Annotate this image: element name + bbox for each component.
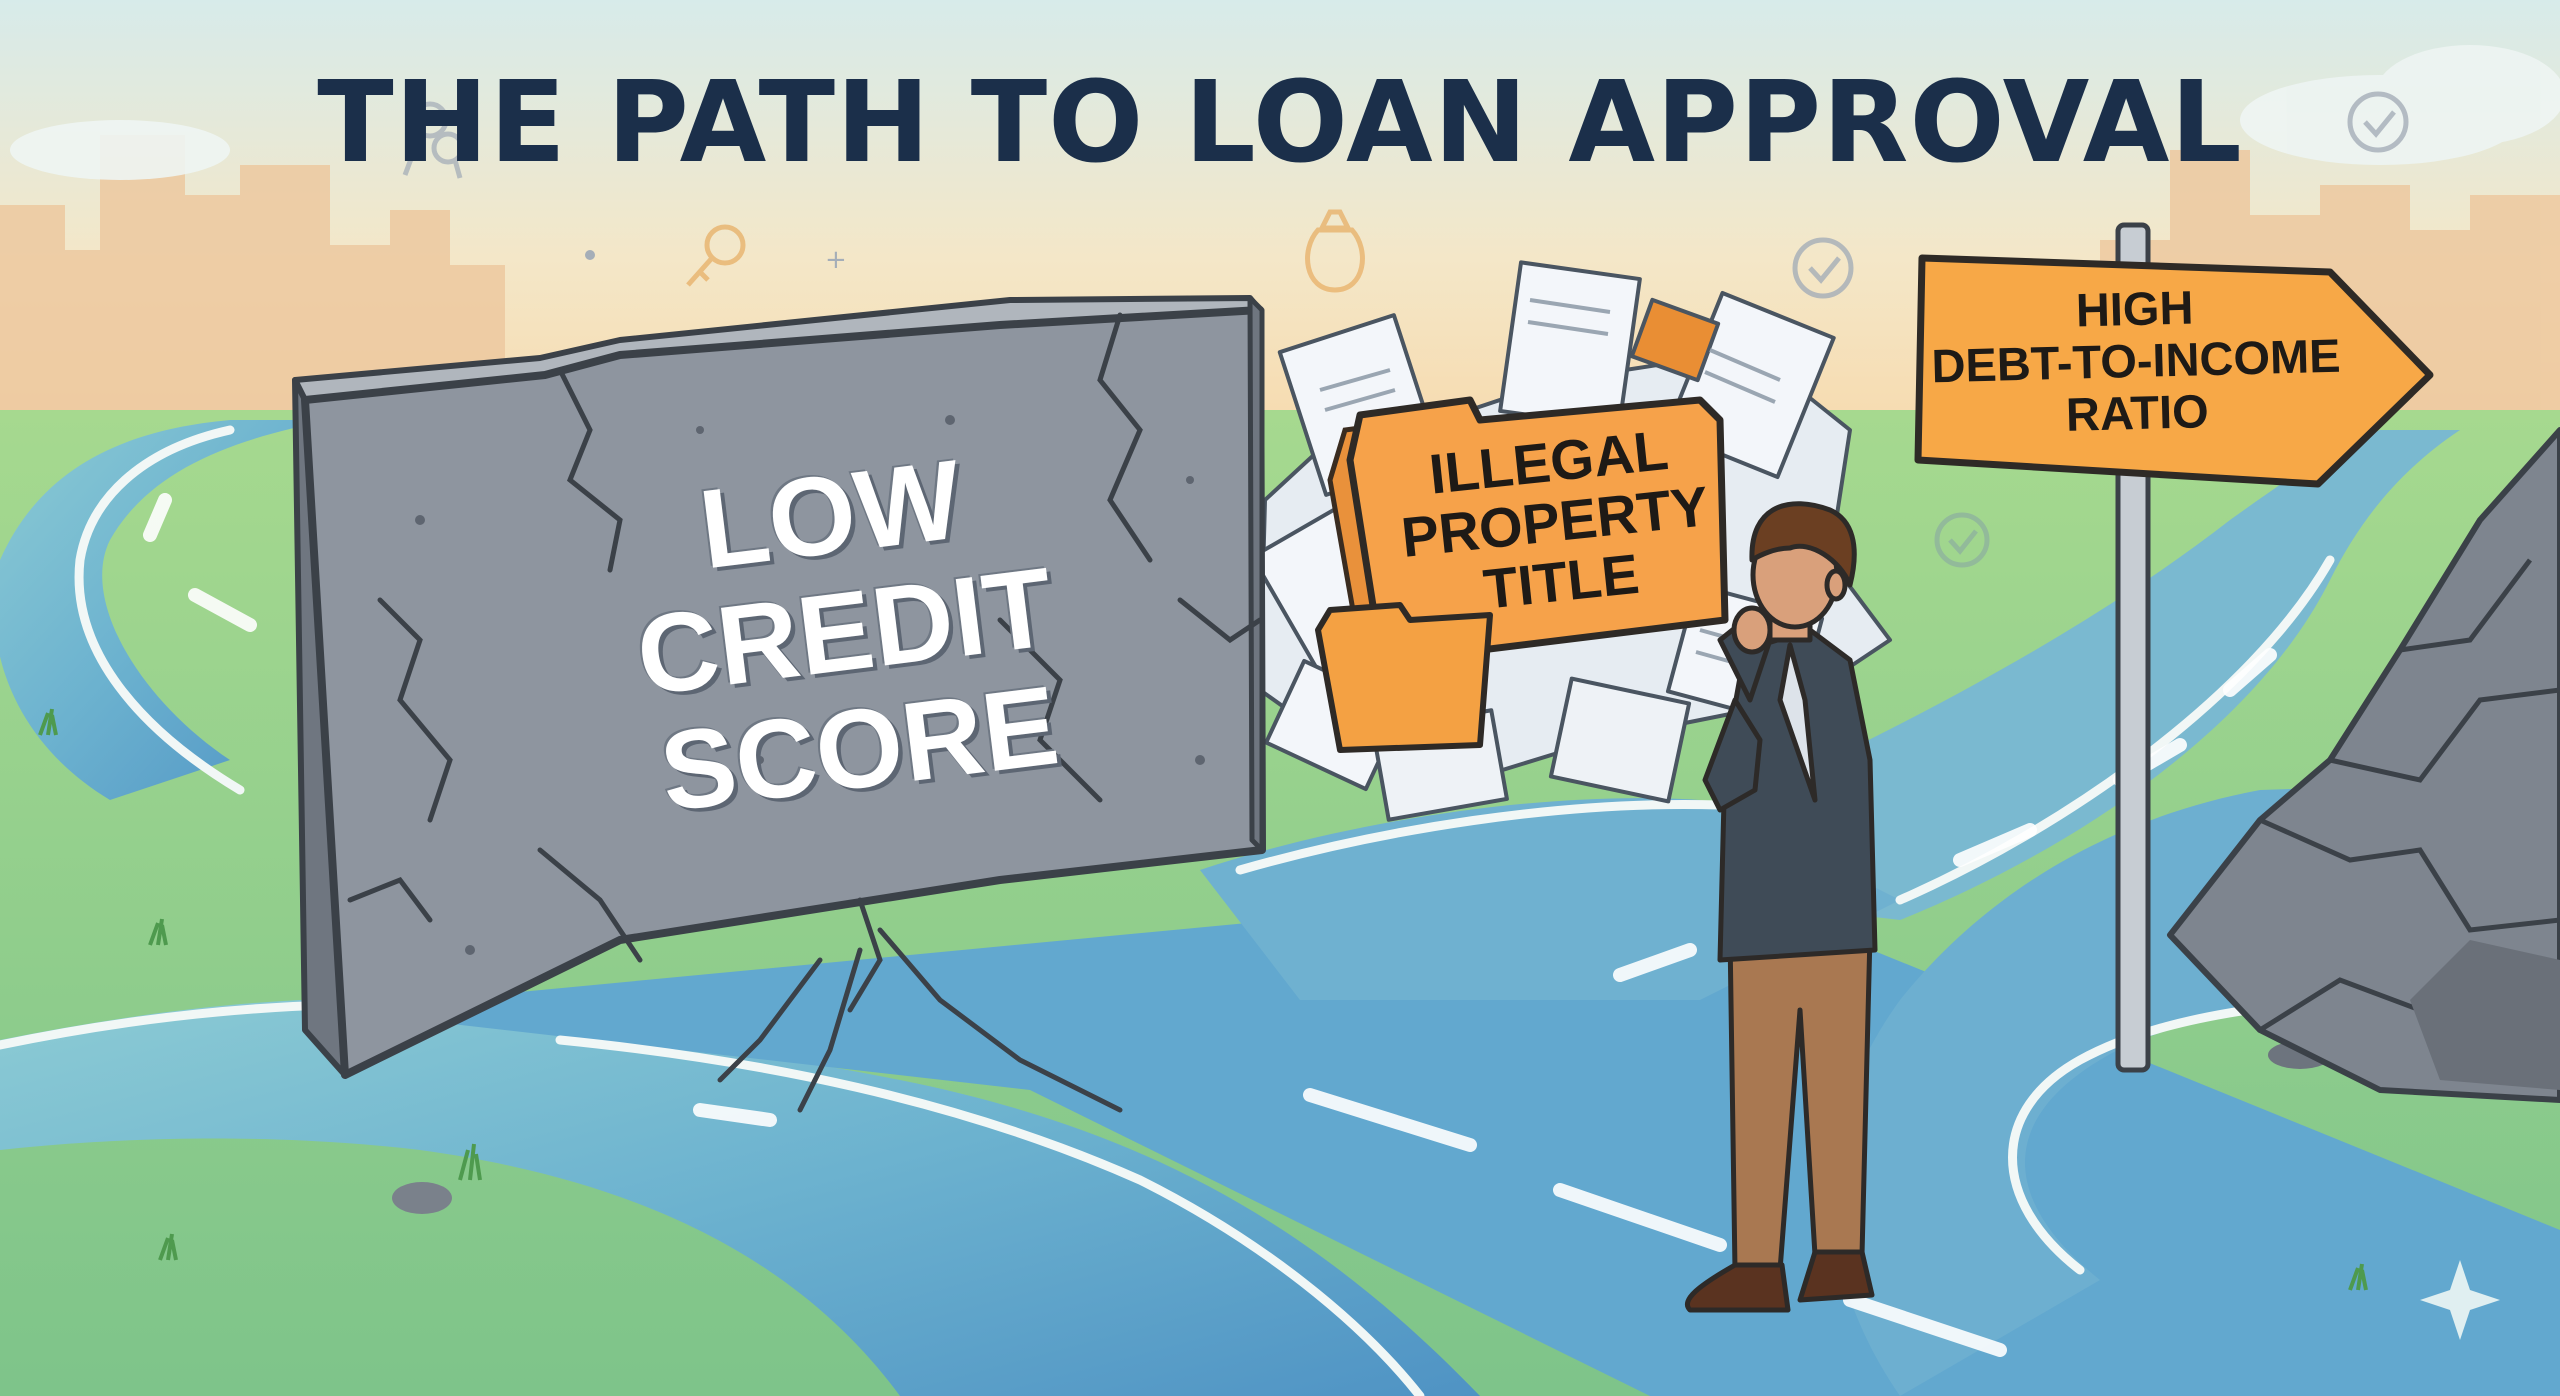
illegal-property-title-label: ILLEGAL PROPERTY TITLE: [1367, 414, 1744, 631]
plus-decoration: +: [825, 245, 847, 275]
sparkle-icon: [2420, 1260, 2500, 1340]
money-bag-icon: [1305, 209, 1365, 293]
dot-decoration: [585, 250, 595, 260]
debt-sign-board: [1914, 254, 2434, 488]
thinking-man: [1685, 501, 1878, 1313]
check-circle-icon: [1934, 512, 1990, 568]
wall-cracks: [347, 312, 1263, 1113]
low-credit-score-label: LOW CREDIT SCORE: [595, 428, 1095, 835]
rock-cliff: [2167, 427, 2560, 1103]
wall-pits: [415, 415, 1205, 955]
grass-tufts: [38, 708, 2368, 1291]
road-lines: [0, 425, 2560, 1396]
page-title: THE PATH TO LOAN APPROVAL: [317, 58, 2243, 188]
high-dti-ratio-label: HIGH DEBT-TO-INCOME RATIO: [1920, 277, 2352, 444]
credit-score-wall: [292, 295, 1266, 1079]
key-icon: [686, 224, 746, 287]
small-folder: [1315, 602, 1493, 753]
check-circle-icon: [1792, 237, 1854, 299]
check-circle-icon: [2347, 91, 2409, 153]
clouds: [10, 45, 2560, 180]
keys-icon: [402, 101, 465, 179]
pebble: [392, 1182, 452, 1214]
